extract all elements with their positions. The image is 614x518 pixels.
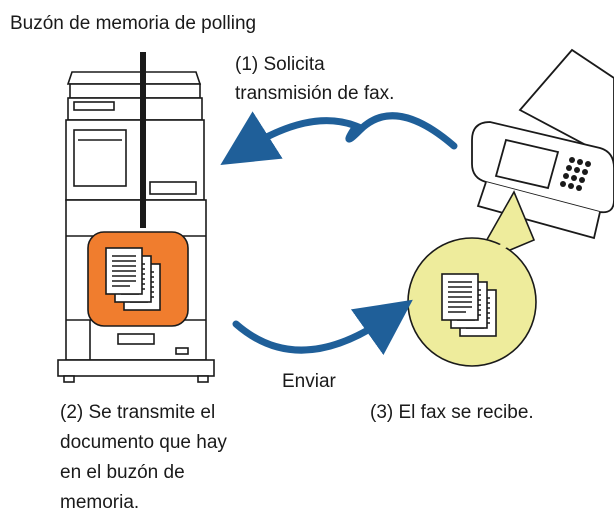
step2-label-line2: documento que hay — [60, 432, 227, 453]
step2-label-line3: en el buzón de — [60, 462, 185, 483]
polling-box-label: Buzón de memoria de polling — [10, 13, 257, 34]
request-arrow — [220, 111, 458, 166]
step2-label-line1: (2) Se transmite el — [60, 402, 216, 423]
step2-label-line4: memoria. — [60, 492, 140, 513]
send-label: Enviar — [282, 371, 336, 392]
polling-box-pointer — [140, 52, 146, 228]
fax-machine-icon — [471, 48, 614, 240]
step1-label-line1: (1) Solicita — [235, 54, 325, 75]
send-arrow — [232, 299, 413, 356]
step3-label: (3) El fax se recibe. — [370, 402, 534, 423]
multifunction-printer-icon — [57, 71, 215, 383]
step1-label-line2: transmisión de fax. — [235, 83, 395, 104]
